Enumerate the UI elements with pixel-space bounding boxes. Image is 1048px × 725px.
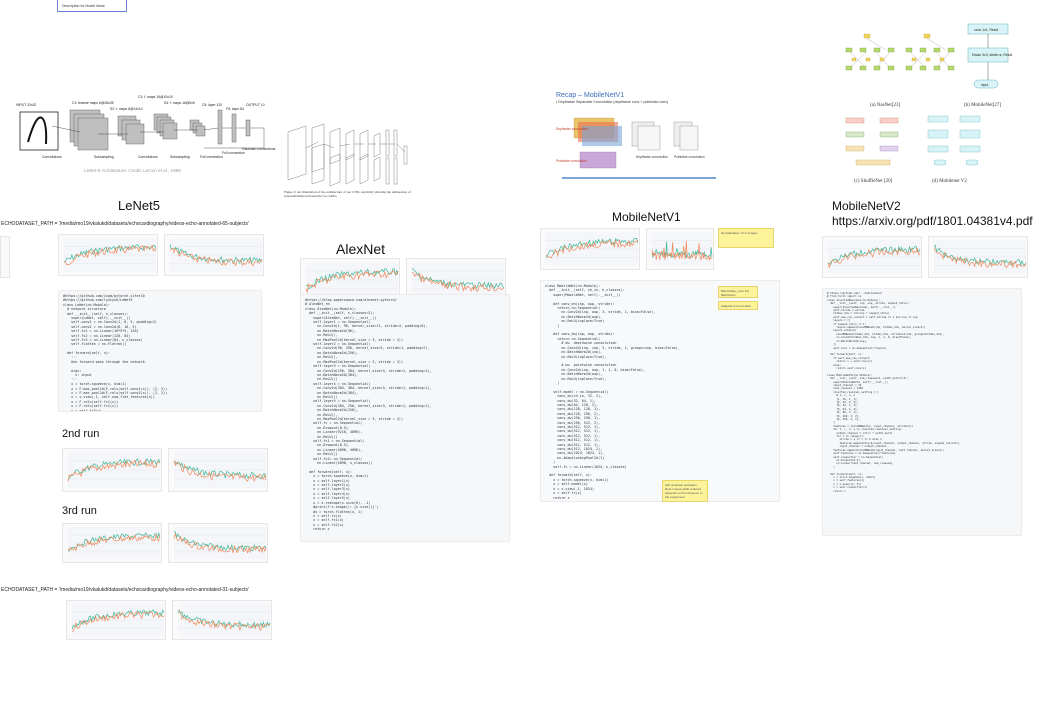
mobilenetv1-code-cell[interactable]: class MobileNet(nn.Module): def __init__… <box>540 280 780 502</box>
training-curve <box>173 532 267 555</box>
lenet-run2-plot-2[interactable] <box>168 448 268 492</box>
lenet-label-full-2: Full connection <box>222 151 245 155</box>
training-curve <box>305 270 399 294</box>
lenet-loss-plot-2[interactable] <box>58 234 158 276</box>
lenet-label-output: OUTPUT 10 <box>246 103 265 107</box>
lenet-dataset-path-1: ECHODATASET_PATH = '/media/mo19/vkalukd/… <box>1 221 249 227</box>
training-curve <box>173 460 267 483</box>
mobilenetv2-caption-mobilenet: (b) MobileNet[27] <box>964 103 1001 108</box>
mobilenetv1-loss-plot-2[interactable] <box>646 228 714 270</box>
lenet-loss-plot-3[interactable] <box>164 234 264 276</box>
lenet-label-s2: S2: f. maps 6@14x14 <box>110 107 143 111</box>
mobilenetv2-loss-plot-1[interactable] <box>822 236 922 278</box>
lenet-label-convolutions-2: Convolutions <box>138 155 158 159</box>
alexnet-code-cell[interactable]: #https://blog.paperspace.com/alexnet-pyt… <box>300 294 510 542</box>
mobilenetv2-caption-nasnet: (a) NasNet[23] <box>870 103 900 108</box>
training-curve <box>933 246 1027 269</box>
lenet-figure-caption: LeNet-5 Architecture. Credit: LeCun et a… <box>84 168 181 173</box>
training-curve <box>545 239 639 259</box>
mobilenetv2-caption-mobilenetv2: (d) Mobilenet V2 <box>932 179 967 184</box>
lenet-31-subjects-plot-1[interactable] <box>66 600 166 640</box>
lenet-label-s4: S4: f. maps 16@5x5 <box>164 101 195 105</box>
mobilenetv1-label-pointwise-2: Pointwise convolution <box>674 155 705 159</box>
lenet-31-subjects-plot-2[interactable] <box>172 600 272 640</box>
alexnet-figure-caption: Figure 2: An illustration of the archite… <box>284 190 411 199</box>
lenet-label-c3: C3: f. maps 16@10x10 <box>138 95 173 99</box>
validation-curve <box>177 609 271 628</box>
mobilenetv2-loss-plot-2[interactable] <box>928 236 1028 278</box>
alexnet-title: AlexNet <box>336 241 386 257</box>
lenet-label-subsampling-2: Subsampling <box>170 155 190 159</box>
mobilenetv1-recap-slide: Recap – MobileNetV1 • Depthwise Separabl… <box>556 92 720 196</box>
training-curve <box>63 244 157 265</box>
mobilenetv2-figure: conv 1x1, Relu6 Dwise 3x3, stride=s, Rel… <box>836 22 1016 190</box>
validation-curve <box>827 245 921 266</box>
lenet-label-c5: C5: layer 120 <box>202 103 222 107</box>
mobilenetv1-label-pointwise-1: Pointwise convolution <box>556 159 587 163</box>
training-curve <box>67 534 161 552</box>
lenet-architecture-figure: INPUT 32x32 C1: feature maps 6@28x28 S2:… <box>14 92 276 176</box>
mobilenetv2-code-cell[interactable]: # https://github.com/...mobilenetv2 # fr… <box>822 288 1022 536</box>
training-curve <box>177 610 271 632</box>
mobilenetv2-block-label-dwise: Dwise 3x3, stride=s, Relu6 <box>972 53 1012 57</box>
mobilenetv1-recap-subtitle: • Depthwise Separable Convolution (depth… <box>556 100 669 104</box>
lenet-dataset-path-2: ECHODATASET_PATH = '/media/mo19/vkalukd/… <box>1 587 249 593</box>
mobilenetv2-block-label-input: input <box>981 83 988 87</box>
lenet-loss-plot-1[interactable] <box>0 236 10 278</box>
lenet-label-subsampling-1: Subsampling <box>94 155 114 159</box>
training-curve <box>67 458 161 482</box>
lenet-code-cell[interactable]: #https://github.com/icpm/pytorch-cifar10… <box>58 290 262 412</box>
mobilenetv2-title: MobileNetV2 <box>832 199 901 213</box>
validation-curve <box>305 268 399 290</box>
training-curve <box>651 240 713 262</box>
mobilenetv1-sticky-adapted[interactable]: Adapted to fit our data <box>718 301 758 310</box>
mobilenetv1-sticky-batchnorm[interactable]: Bias=False_conv For BatchNorm <box>718 286 758 298</box>
lenet-label-input: INPUT 32x32 <box>16 103 36 107</box>
mobilenetv1-recap-title: Recap – MobileNetV1 <box>556 92 625 99</box>
lenet-label-c1: C1: feature maps 6@28x28 <box>72 101 114 105</box>
training-curve <box>169 247 263 267</box>
training-curve <box>411 272 505 292</box>
mobilenetv2-caption-shufflenet: (c) ShuffleNet [20] <box>854 179 893 184</box>
mobilenetv1-sticky-normalization[interactable]: Normalization of LV images <box>718 228 774 248</box>
mobilenetv1-sticky-relu[interactable]: add nonlinear activation ReLU cause widt… <box>662 480 708 502</box>
mobilenetv1-title: MobileNetV1 <box>612 210 681 224</box>
mobilenetv1-label-depthwise-2: Depthwise convolution <box>636 155 668 159</box>
validation-curve <box>173 461 267 480</box>
mobilenetv2-block-label-conv: conv 1x1, Relu6 <box>974 28 998 32</box>
mobilenetv2-diagram: conv 1x1, Relu6 Dwise 3x3, stride=s, Rel… <box>845 23 1012 184</box>
training-curve <box>71 611 165 632</box>
alexnet-architecture-figure: Figure 2: An illustration of the archite… <box>284 118 414 210</box>
mobilenetv1-loss-plot-1[interactable] <box>540 228 640 270</box>
mobilenetv2-paper-link[interactable]: https://arxiv.org/pdf/1801.04381v4.pdf <box>832 214 1033 228</box>
mobilenetv1-label-depthwise-1: Depthwise convolution <box>556 127 588 131</box>
validation-curve <box>71 609 165 630</box>
lenet-label-convolutions-1: Convolutions <box>42 155 62 159</box>
lenet-run2-plot-1[interactable] <box>62 448 162 492</box>
lenet-run3-plot-1[interactable] <box>62 523 162 563</box>
canvas-note-text: Description for Model Ideas <box>62 4 105 8</box>
alexnet-diagram <box>287 123 408 187</box>
lenet-label-gaussian: Gaussian connections <box>242 147 276 151</box>
lenet-run2-heading: 2nd run <box>62 428 100 440</box>
lenet-label-f6: F6: layer 84 <box>226 107 244 111</box>
canvas-note[interactable]: Description for Model Ideas <box>57 0 127 12</box>
mobilenetv1-recap-diagram: Depthwise convolution Pointwise convolut… <box>556 117 716 179</box>
lenet-run3-heading: 3rd run <box>62 505 97 517</box>
validation-curve <box>67 531 161 552</box>
training-curve <box>827 247 921 268</box>
lenet-label-full-1: Full connection <box>200 155 223 159</box>
validation-curve <box>545 237 639 259</box>
lenet-run3-plot-2[interactable] <box>168 523 268 563</box>
lenet-title: LeNet5 <box>118 198 160 213</box>
lenet-diagram: INPUT 32x32 C1: feature maps 6@28x28 S2:… <box>16 95 276 173</box>
